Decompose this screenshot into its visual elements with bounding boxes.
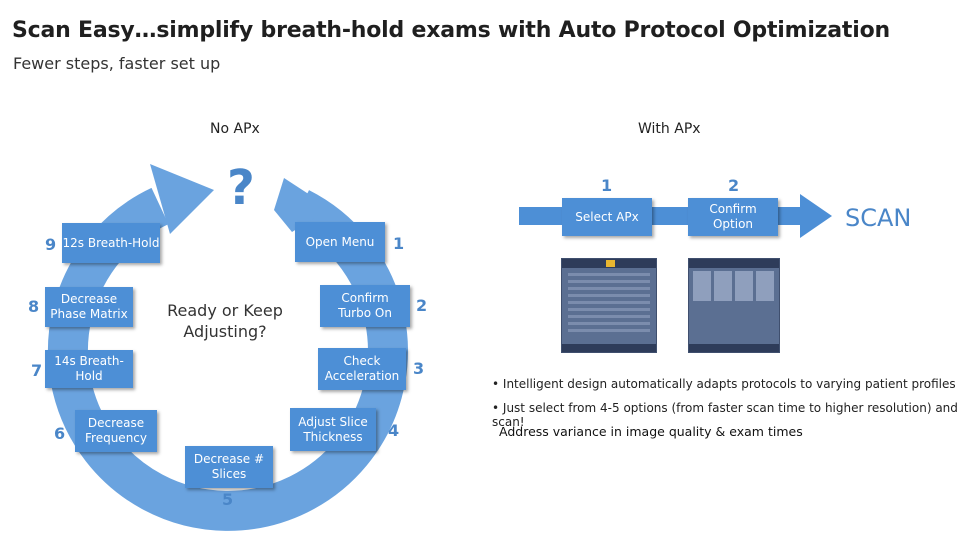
apx-step-number-1: 1 <box>601 176 613 195</box>
summary-line: Address variance in image quality & exam… <box>499 424 803 439</box>
step-number-8: 8 <box>28 297 40 316</box>
step-label: Decrease <box>60 292 118 306</box>
step-number-6: 6 <box>54 424 66 443</box>
step-label: Frequency <box>85 431 147 445</box>
apx-screenshot-select <box>561 258 657 353</box>
step-label: Adjust Slice <box>298 414 368 429</box>
screenshot-titlebar <box>689 259 779 268</box>
step-number-9: 9 <box>45 235 57 254</box>
bullet-item: • Just select from 4-5 options (from fas… <box>492 401 958 429</box>
step-label: Decrease # <box>193 452 265 466</box>
question-mark: ? <box>227 160 255 216</box>
step-number-5: 5 <box>222 490 234 509</box>
step-number-3: 3 <box>413 359 425 378</box>
step-number-2: 2 <box>416 296 428 315</box>
step-label: 12s Breath-Hold <box>62 235 160 250</box>
screenshot-statusbar <box>689 344 779 352</box>
with-apx-heading: With APx <box>638 121 701 137</box>
step-box-open-menu: Open Menu <box>295 222 385 262</box>
apx-step-box-select: Select APx <box>562 198 652 236</box>
bullet-text: Just select from 4-5 options (from faste… <box>492 401 958 429</box>
apx-step-number-2: 2 <box>728 176 740 195</box>
screenshot-fields <box>568 273 650 333</box>
step-label: Slices <box>211 467 247 481</box>
step-label: Open Menu <box>305 234 375 249</box>
step-label: Confirm <box>341 291 389 305</box>
step-label: Decrease <box>87 416 145 430</box>
bullet-item: • Intelligent design automatically adapt… <box>492 377 956 391</box>
screenshot-statusbar <box>562 344 656 352</box>
step-label: Thickness <box>303 429 363 444</box>
step-box-adjust-slice: Adjust Slice Thickness <box>290 408 376 451</box>
apx-flow-arrow <box>519 194 832 238</box>
apx-screenshot-confirm <box>688 258 780 353</box>
center-question-line2: Adjusting? <box>183 322 267 341</box>
step-box-check-acceleration: Check Acceleration <box>318 348 406 390</box>
step-box-12s-breath-hold: 12s Breath-Hold <box>62 223 160 263</box>
scan-label: SCAN <box>845 204 912 232</box>
step-box-confirm-turbo: Confirm Turbo On <box>320 285 410 327</box>
screenshot-options <box>693 271 775 301</box>
apx-step-box-confirm: Confirm Option <box>688 198 778 236</box>
bullet-text: Intelligent design automatically adapts … <box>502 377 956 391</box>
apx-step-label: Confirm Option <box>709 202 757 231</box>
step-label: Turbo On <box>338 306 392 320</box>
step-number-4: 4 <box>388 421 400 440</box>
page-subtitle: Fewer steps, faster set up <box>13 54 221 73</box>
cycle-left-arrowhead <box>150 164 214 234</box>
step-box-decrease-slices: Decrease # Slices <box>185 446 273 488</box>
step-box-14s-breath-hold: 14s Breath-Hold <box>45 350 133 388</box>
center-question-line1: Ready or Keep <box>167 301 283 320</box>
step-label: Phase Matrix <box>50 307 128 321</box>
center-question: Ready or Keep Adjusting? <box>160 300 290 342</box>
cycle-right-tail <box>274 178 330 232</box>
step-number-7: 7 <box>31 361 43 380</box>
no-apx-heading: No APx <box>210 121 260 137</box>
step-number-1: 1 <box>393 234 405 253</box>
page-title: Scan Easy…simplify breath-hold exams wit… <box>12 18 890 43</box>
screenshot-apx-icon <box>606 260 615 267</box>
step-label: Check <box>343 354 381 368</box>
step-box-decrease-frequency: Decrease Frequency <box>75 410 157 452</box>
apx-step-label: Select APx <box>575 209 639 224</box>
step-label: Acceleration <box>324 369 400 383</box>
step-label: 14s Breath-Hold <box>54 354 124 383</box>
step-box-decrease-phase-matrix: Decrease Phase Matrix <box>45 287 133 327</box>
